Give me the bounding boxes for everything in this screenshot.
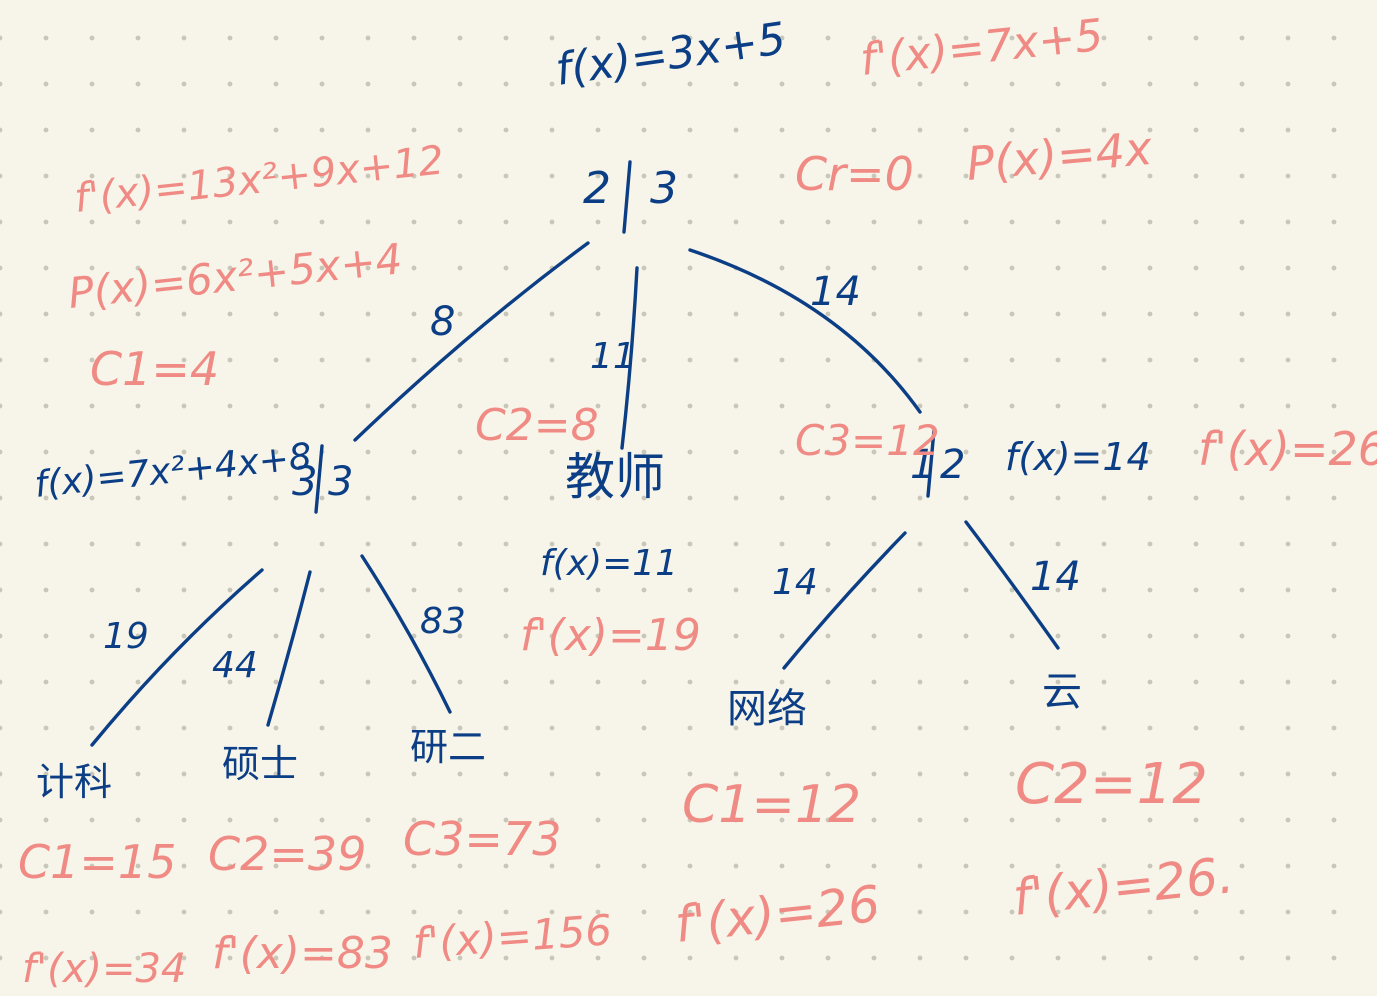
left-node-right: 3 bbox=[328, 459, 353, 505]
tree-edges bbox=[90, 160, 1060, 747]
root-node-divider bbox=[622, 160, 632, 234]
right-fprime: f'(x)=26 bbox=[1198, 422, 1377, 476]
left-fprime: f'(x)=13x²+9x+12 bbox=[72, 137, 446, 222]
edge-label-l1: 19 bbox=[103, 616, 149, 657]
right-node-divider bbox=[926, 428, 936, 498]
left-px: P(x)=6x²+5x+4 bbox=[66, 234, 405, 318]
l1-c: C1=15 bbox=[18, 835, 176, 889]
edge-label-l2: 44 bbox=[212, 645, 258, 686]
edge-label-root-right: 14 bbox=[810, 269, 861, 315]
edge-left-leaf2 bbox=[266, 570, 312, 727]
edge-label-r1: 14 bbox=[772, 562, 818, 603]
left-c1: C1=4 bbox=[90, 342, 219, 396]
l2-fprime: f'(x)=83 bbox=[212, 928, 393, 979]
l1-fprime: f'(x)=34 bbox=[22, 946, 186, 992]
mid-fprime: f'(x)=19 bbox=[520, 610, 701, 661]
leaf-l1: 计科 bbox=[36, 760, 112, 804]
edge-root-right bbox=[688, 248, 922, 414]
edge-root-mid bbox=[620, 266, 639, 450]
edge-right-leaf2 bbox=[964, 520, 1060, 650]
edge-label-r2: 14 bbox=[1030, 554, 1081, 600]
left-node-left: 3 bbox=[292, 459, 317, 505]
mid-c: C2=8 bbox=[475, 400, 599, 451]
edge-left-leaf1 bbox=[90, 568, 264, 747]
l3-c: C3=73 bbox=[403, 812, 561, 866]
right-c3: C3=12 bbox=[795, 416, 940, 465]
root-fprime: f'(x)=7x+5 bbox=[858, 10, 1106, 86]
root-node-left: 2 bbox=[583, 163, 611, 214]
edge-label-l3: 83 bbox=[420, 601, 466, 642]
l3-fprime: f'(x)=156 bbox=[411, 905, 613, 968]
blue-annotations: f(x)=3x+5 2 3 8 11 14 f(x)=7x²+4x+8 3 3 … bbox=[33, 13, 1151, 804]
leaf-l3: 研二 bbox=[410, 725, 486, 769]
root-px: P(x)=4x bbox=[964, 121, 1155, 191]
r2-fprime: f'(x)=26. bbox=[1010, 846, 1236, 927]
leaf-r2: 云 bbox=[1042, 669, 1082, 715]
edge-label-root-left: 8 bbox=[430, 299, 455, 345]
leaf-l2: 硕士 bbox=[222, 742, 298, 786]
edge-right-leaf1 bbox=[782, 531, 907, 670]
right-node-left: 1 bbox=[910, 442, 935, 488]
r2-c: C2=12 bbox=[1015, 752, 1208, 817]
root-fx: f(x)=3x+5 bbox=[552, 13, 788, 96]
r1-c: C1=12 bbox=[682, 775, 861, 835]
root-node-right: 3 bbox=[650, 163, 678, 214]
leaf-r1: 网络 bbox=[727, 686, 807, 732]
edge-label-root-mid: 11 bbox=[590, 336, 636, 377]
right-node-right: 2 bbox=[940, 442, 965, 488]
l2-c: C2=39 bbox=[208, 827, 366, 881]
edge-root-left bbox=[353, 241, 590, 442]
left-node-divider bbox=[314, 444, 324, 514]
root-cr: Cr=0 bbox=[795, 147, 914, 201]
right-fx: f(x)=14 bbox=[1005, 435, 1151, 479]
red-annotations: f'(x)=7x+5 Cr=0 P(x)=4x f'(x)=13x²+9x+12… bbox=[18, 10, 1377, 992]
mid-fx: f(x)=11 bbox=[540, 543, 678, 584]
r1-fprime: f'(x)=26 bbox=[672, 875, 882, 954]
mid-node: 教师 bbox=[565, 448, 665, 506]
left-fx: f(x)=7x²+4x+8 bbox=[33, 436, 314, 506]
edge-left-leaf3 bbox=[360, 554, 452, 714]
